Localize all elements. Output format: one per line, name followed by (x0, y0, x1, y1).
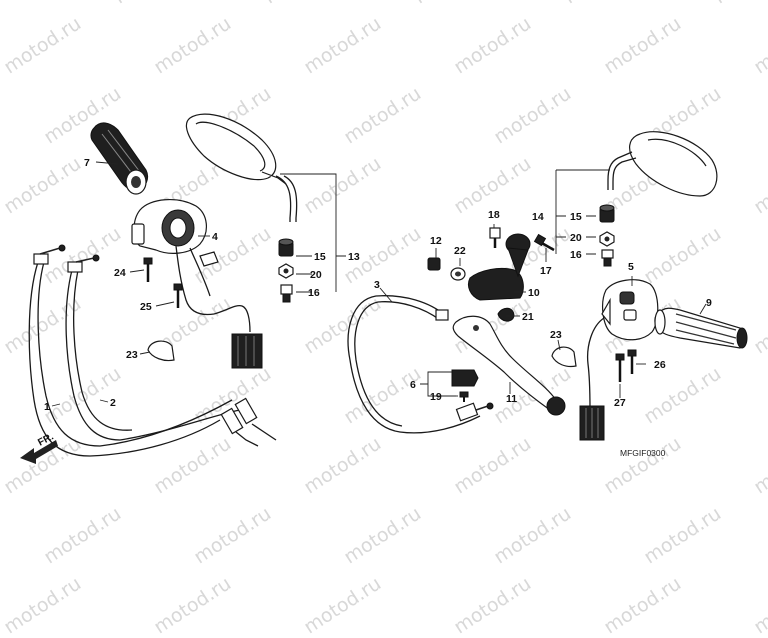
callout-1: 1 (44, 401, 50, 413)
right-mirror-fasteners (599, 204, 615, 267)
callout-12: 12 (430, 235, 442, 247)
cable-clamp-23-right (551, 346, 577, 368)
watermark-text: motod.ru (150, 572, 236, 638)
callout-25: 25 (140, 301, 152, 313)
callout-14: 14 (532, 211, 544, 223)
clutch-lever-bracket (467, 233, 531, 301)
right-mirror (607, 131, 718, 197)
screw-25 (173, 283, 183, 308)
callout-9: 9 (706, 297, 712, 309)
callout-27: 27 (614, 397, 626, 409)
handlebar-parts-diagram: 7 4 24 25 23 1 2 3 15 20 16 13 14 15 20 … (20, 113, 748, 464)
callout-23-right: 23 (550, 329, 562, 341)
right-grip (654, 307, 748, 349)
callout-20-right: 20 (570, 232, 582, 244)
clutch-cable (347, 295, 494, 434)
callout-16-left: 16 (308, 287, 320, 299)
screw-27 (615, 353, 625, 382)
right-switch-connector (579, 405, 605, 441)
front-direction-arrow (20, 440, 58, 464)
watermark-text: motod.ru (450, 572, 536, 638)
callout-15-right: 15 (570, 211, 582, 223)
callout-5: 5 (628, 261, 634, 273)
callout-23-left: 23 (126, 349, 138, 361)
screw-24 (143, 257, 153, 282)
callout-3: 3 (374, 279, 380, 291)
callout-7: 7 (84, 157, 90, 169)
callout-24: 24 (114, 267, 126, 279)
callout-20-left: 20 (310, 269, 322, 281)
callout-4: 4 (212, 231, 218, 243)
cable-clamp-23-left (147, 340, 175, 362)
watermark-text: motod.ru (600, 572, 686, 638)
callout-18: 18 (488, 209, 500, 221)
watermark-text: motod.ru (0, 572, 86, 638)
callout-21: 21 (522, 311, 534, 323)
callout-26: 26 (654, 359, 666, 371)
callout-2: 2 (110, 397, 116, 409)
throttle-cables (28, 244, 277, 457)
callout-13: 13 (348, 251, 360, 263)
callout-numbers: 7 4 24 25 23 1 2 3 15 20 16 13 14 15 20 … (44, 157, 712, 413)
diagram-code: MFGIF0300 (620, 448, 666, 458)
callout-15-left: 15 (314, 251, 326, 263)
left-switch-connector (231, 333, 263, 369)
clutch-switch (451, 369, 479, 402)
watermark-text: motod.ru (300, 572, 386, 638)
left-switch-housing (131, 199, 251, 333)
watermark-text: motod.ru (750, 572, 768, 638)
bracket-fasteners (427, 227, 555, 322)
callout-11: 11 (506, 393, 517, 405)
callout-16-right: 16 (570, 249, 582, 261)
screw-26 (627, 349, 637, 374)
callout-6: 6 (410, 379, 416, 391)
callout-17: 17 (540, 265, 552, 277)
callout-10: 10 (528, 287, 540, 299)
callout-leaders (51, 161, 707, 407)
left-mirror-fasteners (278, 238, 294, 303)
callout-19: 19 (430, 391, 442, 403)
callout-22: 22 (454, 245, 466, 257)
clutch-lever (452, 315, 566, 416)
left-grip (90, 122, 149, 195)
left-mirror (185, 113, 298, 222)
right-switch-housing (586, 279, 659, 411)
